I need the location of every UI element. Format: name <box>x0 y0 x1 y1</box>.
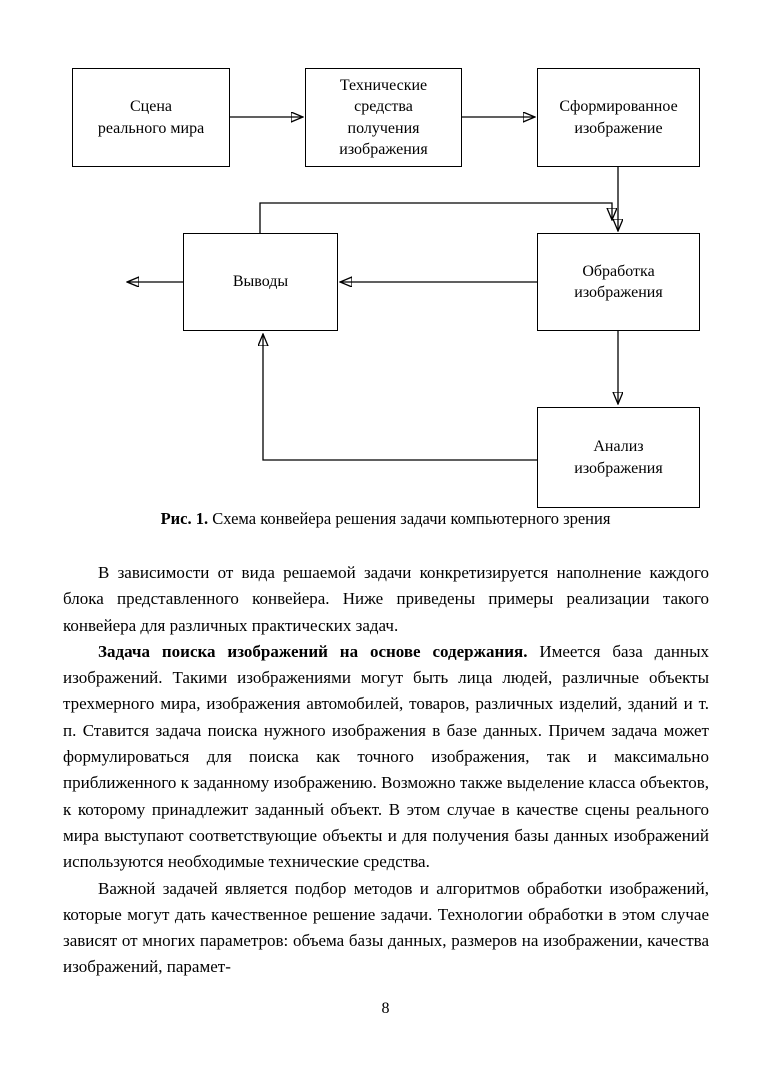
diagram-box-real-world-scene: Сцена реального мира <box>72 68 230 167</box>
diagram-box-imaging-means: Технические средства получения изображен… <box>305 68 462 167</box>
arrow-conclusions-feedback-to-processing <box>259 202 612 233</box>
paragraph-search-task-body: Имеется база данных изображений. Такими … <box>63 641 709 872</box>
diagram-box-formed-image: Сформированное изображение <box>537 68 700 167</box>
figure-caption: Рис. 1. Схема конвейера решения задачи к… <box>0 508 771 530</box>
figure-caption-text: Схема конвейера решения задачи компьютер… <box>208 509 611 528</box>
page-number: 8 <box>381 1000 390 1017</box>
figure-caption-label: Рис. 1. <box>160 509 209 528</box>
paragraph-methods: Важной задачей является подбор методов и… <box>63 878 709 977</box>
paragraph-search-task: Задача поиска изображений на основе соде… <box>63 639 709 876</box>
arrow-analysis-to-conclusions <box>263 334 537 461</box>
diagram-connectors <box>0 0 771 461</box>
diagram-box-image-analysis: Анализ изображения <box>537 407 700 508</box>
paragraph-intro: В зависимости от вида решаемой задачи ко… <box>63 563 709 635</box>
paragraph-search-task-lead: Задача поиска изображений на основе соде… <box>98 641 528 661</box>
diagram-box-image-processing: Обработка изображения <box>537 233 700 331</box>
body-text: В зависимости от вида решаемой задачи ко… <box>63 560 709 981</box>
pipeline-diagram: Сцена реального мира Технические средств… <box>0 0 771 540</box>
diagram-box-conclusions: Выводы <box>183 233 338 331</box>
